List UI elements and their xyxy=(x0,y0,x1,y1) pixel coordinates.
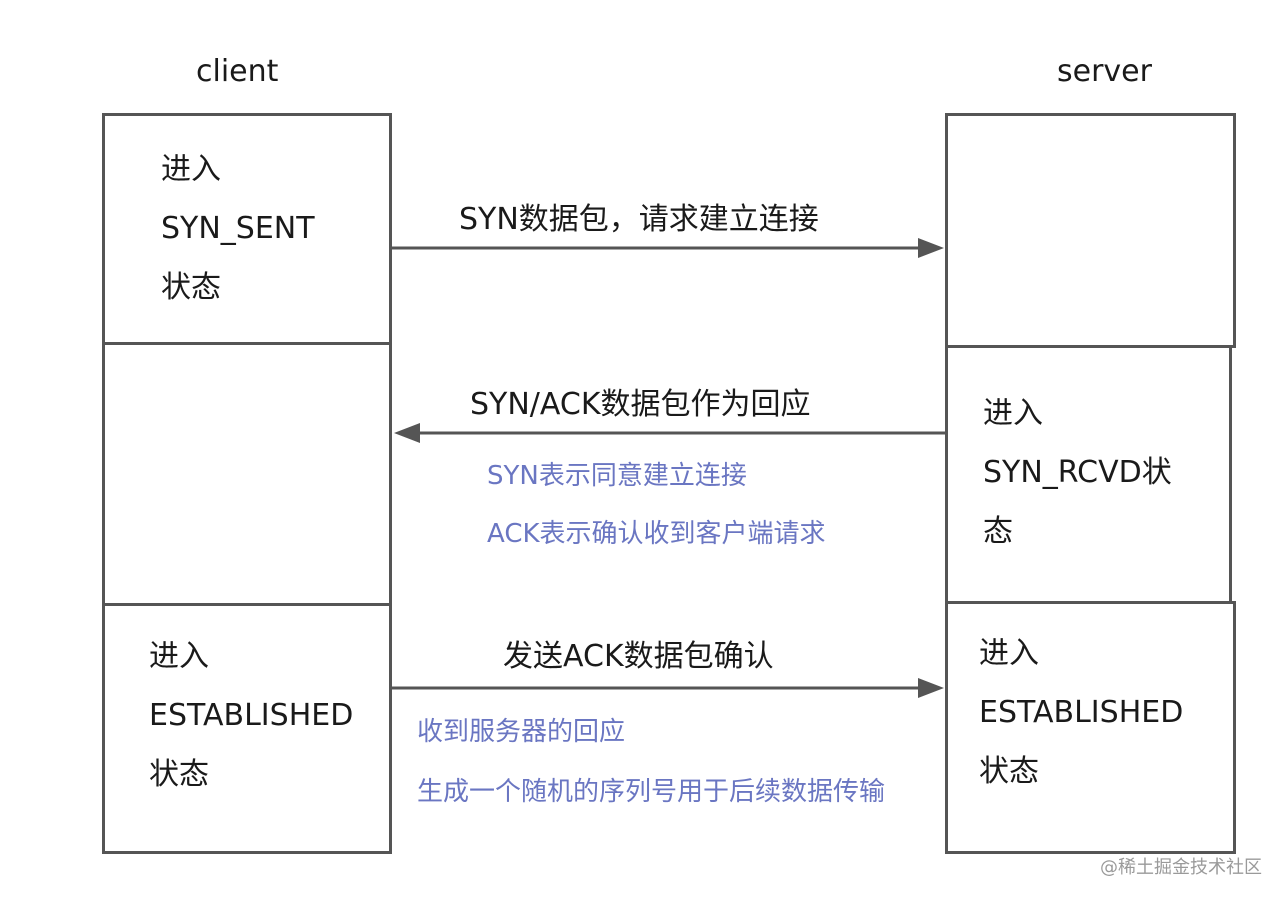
note-received-response: 收到服务器的回应 xyxy=(417,717,626,747)
watermark: @稀土掘金技术社区 xyxy=(1100,857,1262,878)
server-box-2-line-1: 进入 xyxy=(983,396,1043,431)
client-header: client xyxy=(196,54,279,89)
note-ack-meaning: ACK表示确认收到客户端请求 xyxy=(487,519,826,549)
client-box-1-line-3: 状态 xyxy=(161,270,221,305)
client-box-3-line-1: 进入 xyxy=(149,639,209,674)
client-box-syn-sent: 进入 SYN_SENT 状态 xyxy=(102,113,392,345)
message-ack-label: 发送ACK数据包确认 xyxy=(503,639,774,674)
arrow-synack-head xyxy=(394,423,420,443)
client-box-waiting xyxy=(102,342,392,606)
arrow-syn-head xyxy=(918,238,944,258)
client-box-3-line-2: ESTABLISHED xyxy=(149,698,354,733)
message-syn-label: SYN数据包，请求建立连接 xyxy=(459,202,819,237)
note-syn-meaning: SYN表示同意建立连接 xyxy=(487,461,747,491)
client-box-1-line-2: SYN_SENT xyxy=(161,211,315,246)
client-box-1-line-1: 进入 xyxy=(161,152,221,187)
server-box-syn-rcvd: 进入 SYN_RCVD状 态 xyxy=(945,345,1232,604)
server-header: server xyxy=(1057,54,1152,89)
message-synack-label: SYN/ACK数据包作为回应 xyxy=(470,387,811,422)
server-box-3-line-3: 状态 xyxy=(979,754,1039,789)
server-box-2-line-2: SYN_RCVD状 xyxy=(983,455,1172,490)
server-box-3-line-2: ESTABLISHED xyxy=(979,695,1184,730)
arrow-ack-head xyxy=(918,678,944,698)
server-box-3-line-1: 进入 xyxy=(979,636,1039,671)
server-box-2-line-3: 态 xyxy=(983,514,1013,549)
client-box-established: 进入 ESTABLISHED 状态 xyxy=(102,603,392,854)
server-box-established: 进入 ESTABLISHED 状态 xyxy=(945,601,1236,854)
client-box-3-line-3: 状态 xyxy=(149,757,209,792)
note-random-sequence: 生成一个随机的序列号用于后续数据传输 xyxy=(417,777,886,807)
